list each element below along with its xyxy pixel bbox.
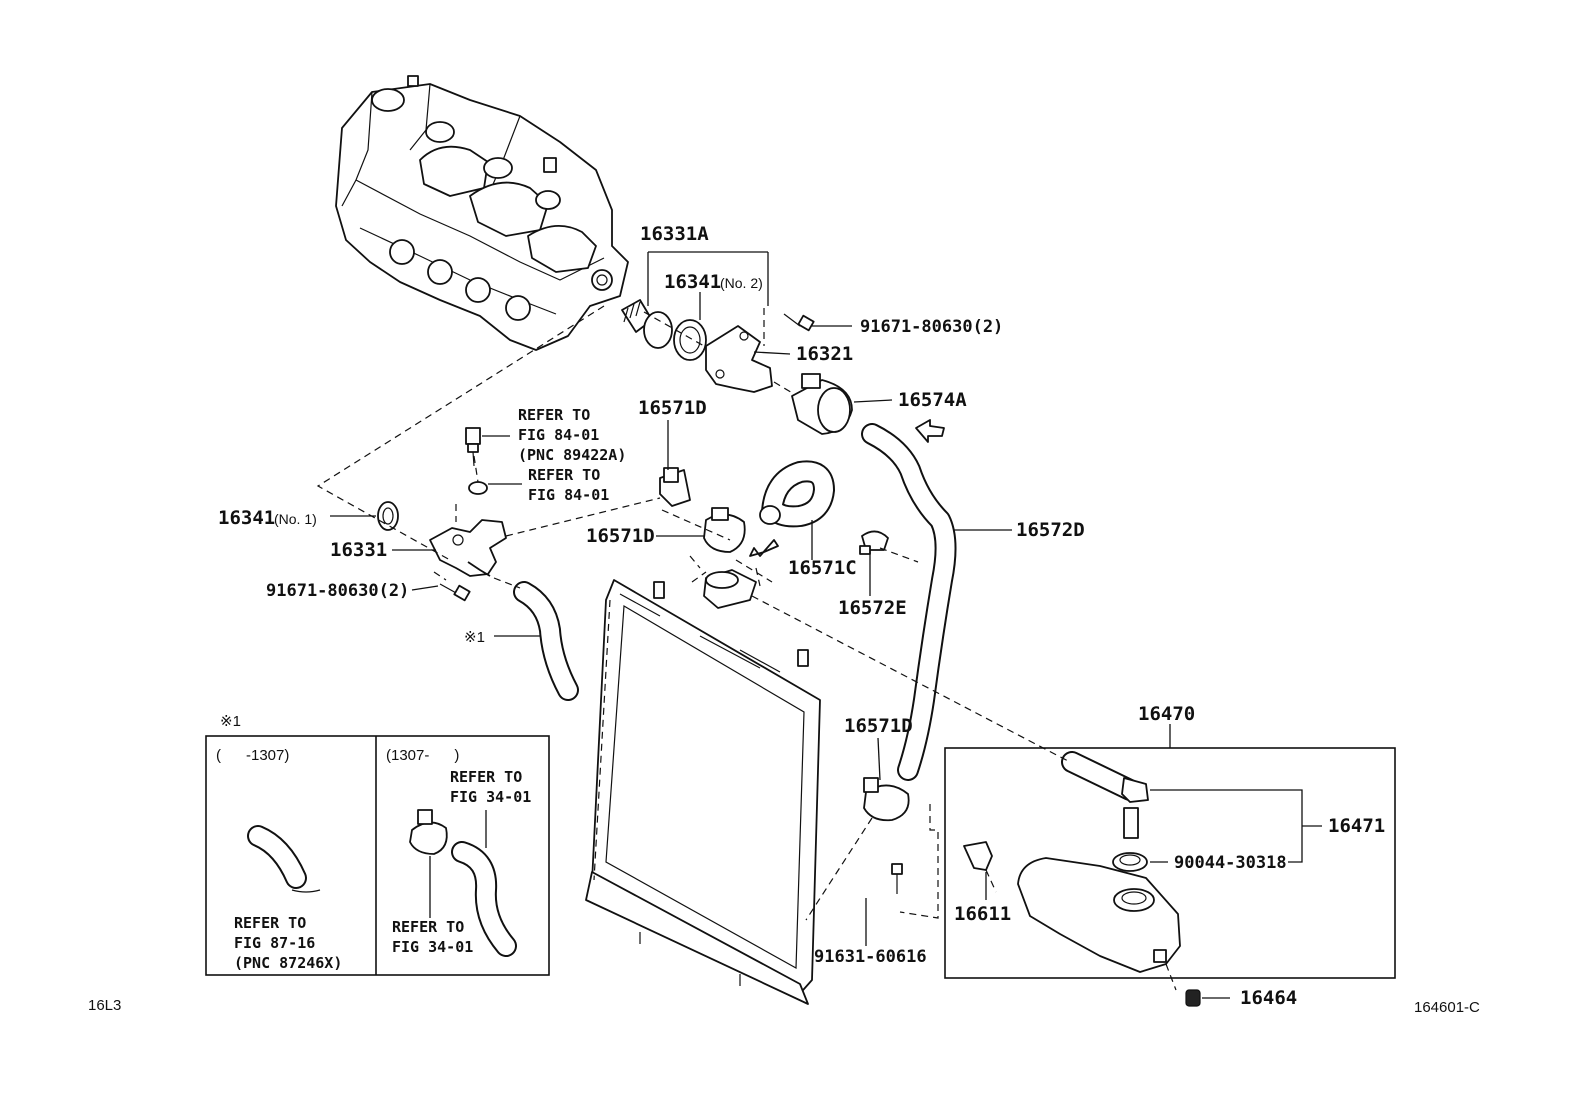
label-16611: 16611 bbox=[954, 903, 1011, 925]
bolt-91631-60616 bbox=[891, 863, 903, 894]
label-91631-60616: 91631-60616 bbox=[814, 947, 927, 967]
bolt-91671-top bbox=[783, 313, 815, 332]
gasket-16341-no2 bbox=[673, 319, 707, 361]
label-16571d-mid: 16571D bbox=[586, 525, 655, 547]
label-91671-bottom: 91671-80630(2) bbox=[266, 581, 409, 601]
flow-arrow-top bbox=[915, 419, 945, 443]
label-16341-no1: 16341 bbox=[218, 507, 275, 529]
inset-right-hose bbox=[451, 841, 517, 957]
clamp-16571d-top bbox=[659, 467, 691, 507]
o-ring bbox=[468, 481, 488, 495]
clamp-16571d-low bbox=[863, 777, 910, 822]
inset-right-refer-top-1: REFER TO bbox=[450, 768, 522, 786]
clip-16572e bbox=[859, 530, 889, 555]
tank-hose-16471 bbox=[1061, 751, 1149, 839]
label-16572d: 16572D bbox=[1016, 519, 1085, 541]
refer-89422a-line3: (PNC 89422A) bbox=[518, 446, 626, 464]
bolt-91671-bottom bbox=[439, 583, 471, 602]
hose-mark1 bbox=[513, 581, 579, 701]
label-16331: 16331 bbox=[330, 539, 387, 561]
label-91671-top: 91671-80630(2) bbox=[860, 317, 1003, 337]
inset-right-refer-bottom-2: FIG 34-01 bbox=[392, 938, 473, 956]
thermostat-16331a bbox=[621, 299, 673, 349]
water-inlet-16321 bbox=[705, 325, 773, 393]
refer-8401-line1: REFER TO bbox=[528, 466, 600, 484]
inset-mark: ※1 bbox=[220, 713, 241, 730]
hose-16574a bbox=[791, 373, 853, 435]
label-16341-no2-suffix: (No. 2) bbox=[720, 275, 763, 291]
inset-left-refer-1: REFER TO bbox=[234, 914, 306, 932]
bracket-16611 bbox=[963, 841, 993, 871]
gasket-16341-no1 bbox=[377, 501, 399, 531]
inset-left-hose bbox=[247, 825, 321, 893]
label-16464: 16464 bbox=[1240, 987, 1297, 1009]
inset-left-refer-3: (PNC 87246X) bbox=[234, 954, 342, 972]
inset-mark1: ※1 ( -1307) REFER TO FIG 87-16 (PNC 8724… bbox=[205, 713, 550, 976]
inset-right-refer-top-2: FIG 34-01 bbox=[450, 788, 531, 806]
radiator bbox=[585, 569, 821, 1005]
label-16471: 16471 bbox=[1328, 815, 1385, 837]
flow-arrow-mid bbox=[749, 539, 779, 557]
label-16571c: 16571C bbox=[788, 557, 857, 579]
inset-right-clamp bbox=[409, 809, 448, 855]
label-16331a: 16331A bbox=[640, 223, 709, 245]
water-outlet-16331 bbox=[429, 519, 507, 577]
refer-89422a-line2: FIG 84-01 bbox=[518, 426, 599, 444]
radiator-hose-16572d bbox=[861, 423, 957, 781]
inset-right-refer-bottom-1: REFER TO bbox=[392, 918, 464, 936]
label-16571d-low: 16571D bbox=[844, 715, 913, 737]
footer-right: 164601-C bbox=[1414, 999, 1480, 1016]
refer-89422a-line1: REFER TO bbox=[518, 406, 590, 424]
sensor-89422a bbox=[465, 427, 481, 467]
label-16341-no1-suffix: (No. 1) bbox=[274, 511, 317, 527]
engine-cylinder-head bbox=[335, 75, 629, 351]
cap-90044-30318 bbox=[1112, 852, 1148, 872]
dashed-connections bbox=[316, 305, 1177, 991]
leader-lines bbox=[330, 251, 1322, 999]
inset-box bbox=[205, 735, 550, 976]
inset-left-refer-2: FIG 87-16 bbox=[234, 934, 315, 952]
label-16571d-top: 16571D bbox=[638, 397, 707, 419]
inset-right-range: (1307- ) bbox=[386, 747, 459, 764]
cap-16464 bbox=[1185, 989, 1201, 1007]
hose-16571c bbox=[759, 460, 835, 528]
label-16572e: 16572E bbox=[838, 597, 907, 619]
inset-left-range: ( -1307) bbox=[216, 747, 289, 764]
refer-8401-line2: FIG 84-01 bbox=[528, 486, 609, 504]
label-16341-no2: 16341 bbox=[664, 271, 721, 293]
label-16574a: 16574A bbox=[898, 389, 967, 411]
label-16470: 16470 bbox=[1138, 703, 1195, 725]
label-90044-30318: 90044-30318 bbox=[1174, 853, 1287, 873]
reserve-tank-16470 bbox=[1017, 857, 1181, 973]
label-16321: 16321 bbox=[796, 343, 853, 365]
clamp-16571d-mid bbox=[703, 507, 746, 553]
footer-left: 16L3 bbox=[88, 997, 121, 1014]
label-mark1: ※1 bbox=[464, 629, 485, 646]
